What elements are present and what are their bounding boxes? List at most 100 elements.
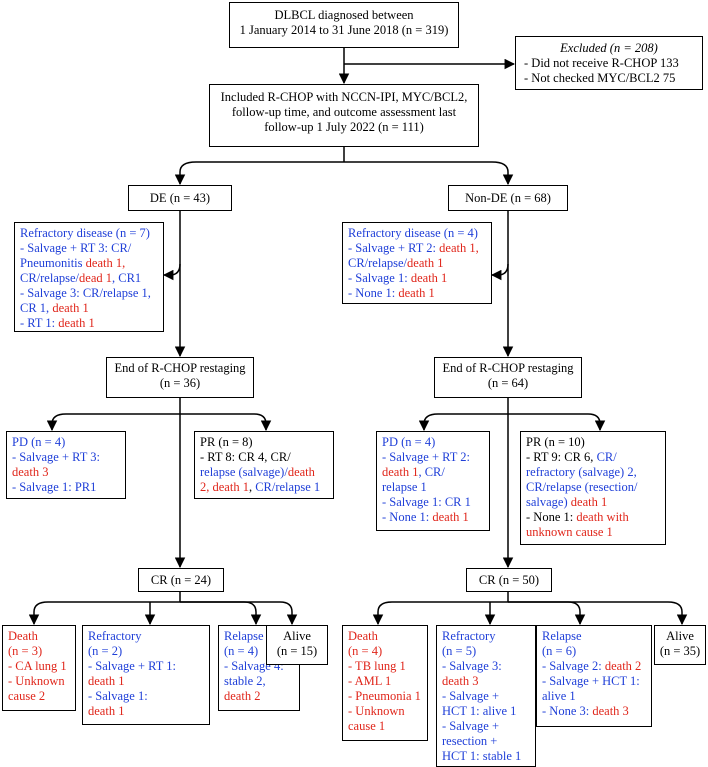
nde-pd-line-c1-red: death 1 (432, 510, 469, 524)
de-pr-line-a3-blue: CR/relapse 1 (255, 480, 321, 494)
de-ref-line-b1: - Salvage 3: CR/relapse 1, (20, 286, 151, 300)
nonde-refractory-outcome-box: Refractory (n = 5) - Salvage 3: death 3 … (436, 625, 536, 767)
de-relapse-line-1: Relapse (224, 629, 264, 643)
nde-ref-line-a2-red: death 1 (407, 256, 444, 270)
de-ref-line-a3: CR/relapse/ (20, 271, 80, 285)
de-death-line-4: - Unknown (8, 674, 65, 688)
nde-relapse-line-2: (n = 6) (542, 644, 577, 658)
de-death-line-1: Death (8, 629, 38, 643)
nde-death-line-4: - AML 1 (348, 674, 392, 688)
nde-alive-line-2: (n = 35) (659, 644, 701, 658)
nonde-box: Non-DE (n = 68) (448, 185, 568, 211)
nde-refr-line-7: - Salvage + (442, 719, 500, 733)
de-ref-line-a2: Pneumonitis (20, 256, 86, 270)
nde-ref-line-b1: - Salvage 1: (348, 271, 411, 285)
nde-pr-line-a3: CR/relapse (resection/ (526, 480, 638, 494)
nonde-relapse-box: Relapse (n = 6) - Salvage 2: death 2 - S… (536, 625, 652, 727)
arrow-de-to-pd (46, 413, 180, 432)
nde-relapse-line-6: - None 3: (542, 704, 593, 718)
de-pr-line-a2-red: death (287, 465, 315, 479)
de-cr-box: CR (n = 24) (138, 568, 224, 592)
de-refr-line-5: - Salvage 1: (88, 689, 148, 703)
nonde-alive-box: Alive (n = 35) (654, 625, 706, 665)
nde-pr-line-a2: refractory (salvage) 2, (526, 465, 637, 479)
de-ref-line-c1-red: death 1 (58, 316, 95, 330)
de-cr-label: CR (n = 24) (150, 573, 212, 587)
diagnosed-box: DLBCL diagnosed between 1 January 2014 t… (229, 2, 459, 48)
nde-pr-line-b1-red: death with (576, 510, 629, 524)
nde-death-line-2: (n = 4) (348, 644, 383, 658)
nde-refr-line-1: Refractory (442, 629, 496, 643)
nde-pd-line-a1: - Salvage + RT 2: (382, 450, 471, 464)
de-ref-line-b2: CR 1, (20, 301, 53, 315)
excluded-line-1: - Did not receive R-CHOP 133 (524, 56, 679, 70)
nde-relapse-line-4: - Salvage + HCT 1: (542, 674, 640, 688)
de-ref-line-c1: - RT 1: (20, 316, 59, 330)
nde-pr-line-a1-blue: CR/ (596, 450, 617, 464)
nonde-pd-box: PD (n = 4) - Salvage + RT 2: death 1 , CR… (376, 431, 490, 531)
de-ref-line-a1: - Salvage + RT 3: CR/ (20, 241, 132, 255)
nde-ref-line-c1-red: death 1 (398, 286, 435, 300)
arrow-de-to-relapse (180, 601, 262, 626)
de-death-line-5: cause 2 (8, 689, 46, 703)
arrow-nonde-to-alive (508, 601, 688, 626)
nde-ref-line-a1-red: death 1 (439, 241, 476, 255)
included-line-2: follow-up time, and outcome assessment l… (231, 105, 457, 119)
nde-refr-line-6: HCT 1: alive 1 (442, 704, 517, 718)
nde-pd-line-c1: - None 1: (382, 510, 433, 524)
diagnosed-line-1: DLBCL diagnosed between (274, 8, 414, 22)
de-pd-line-a2: death 3 (12, 465, 49, 479)
nde-pr-line-a4: salvage) (526, 495, 571, 509)
de-pr-box: PR (n = 8) - RT 8: CR 4, CR/ relapse (sa… (194, 431, 334, 499)
nde-refr-line-2: (n = 5) (442, 644, 477, 658)
nde-alive-line-1: Alive (666, 629, 694, 643)
nde-pd-line-a3: relapse 1 (382, 480, 427, 494)
nde-relapse-line-6-red: death 3 (592, 704, 629, 718)
de-refr-line-1: Refractory (88, 629, 142, 643)
de-refractory-title: Refractory disease (n = 7) (20, 226, 150, 240)
de-restaging-line-2: (n = 36) (159, 376, 201, 390)
nde-refr-line-5: - Salvage + (442, 689, 500, 703)
nde-relapse-line-1: Relapse (542, 629, 582, 643)
arrow-nonde-to-pd (418, 413, 508, 432)
nonde-pd-title: PD (n = 4) (382, 435, 436, 449)
arrow-de-to-refractory (162, 263, 181, 281)
nde-refr-line-8: resection + (442, 734, 498, 748)
de-refr-line-2: (n = 2) (88, 644, 123, 658)
de-ref-line-a2-red: death 1, (85, 256, 126, 270)
de-refractory-outcome-box: Refractory (n = 2) - Salvage + RT 1: dea… (82, 625, 210, 725)
de-ref-line-b2-red: death 1 (52, 301, 89, 315)
de-pr-line-a3-sep: , (248, 480, 256, 494)
nonde-label: Non-DE (n = 68) (465, 191, 551, 205)
nde-death-line-6: - Unknown (348, 704, 405, 718)
de-relapse-line-2: (n = 4) (224, 644, 259, 658)
de-pd-box: PD (n = 4) - Salvage + RT 3: death 3 - S… (6, 431, 126, 499)
nonde-pr-box: PR (n = 10) - RT 9: CR 6, CR/ refractory… (520, 431, 666, 545)
nde-pd-line-b1: - Salvage 1: CR 1 (382, 495, 471, 509)
de-relapse-line-4: stable 2, (224, 674, 266, 688)
arrow-nonde-to-death (372, 601, 508, 626)
arrow-to-nonde (344, 161, 514, 186)
arrow-nonde-to-refractory (490, 263, 509, 281)
excluded-title: Excluded (n = 208) (560, 41, 658, 55)
nde-pr-line-a4-red: death 1 (570, 495, 608, 509)
nde-pd-line-a2: , CR/ (418, 465, 445, 479)
nonde-refractory-disease-box: Refractory disease (n = 4) - Salvage + R… (342, 222, 492, 304)
arrow-de-to-alive (180, 601, 298, 626)
nonde-pr-title: PR (n = 10) (526, 435, 585, 449)
de-alive-line-1: Alive (283, 629, 311, 643)
nde-ref-line-c1: - None 1: (348, 286, 399, 300)
nde-relapse-line-3-red: death 2 (604, 659, 642, 673)
nde-pr-line-b1: - None 1: (526, 510, 577, 524)
included-line-1: Included R-CHOP with NCCN-IPI, MYC/BCL2, (220, 90, 468, 104)
nonde-cr-box: CR (n = 50) (466, 568, 552, 592)
nonde-restaging-box: End of R-CHOP restaging (n = 64) (434, 357, 582, 398)
arrow-to-de (174, 161, 344, 186)
nde-refr-line-9: HCT 1: stable 1 (442, 749, 522, 763)
nde-death-line-5: - Pneumonia 1 (348, 689, 421, 703)
de-relapse-line-3: - Salvage 4: (224, 659, 284, 673)
de-ref-line-a3-tail: , CR1 (112, 271, 142, 285)
nonde-refractory-title: Refractory disease (n = 4) (348, 226, 478, 240)
nde-death-line-7: cause 1 (348, 719, 386, 733)
